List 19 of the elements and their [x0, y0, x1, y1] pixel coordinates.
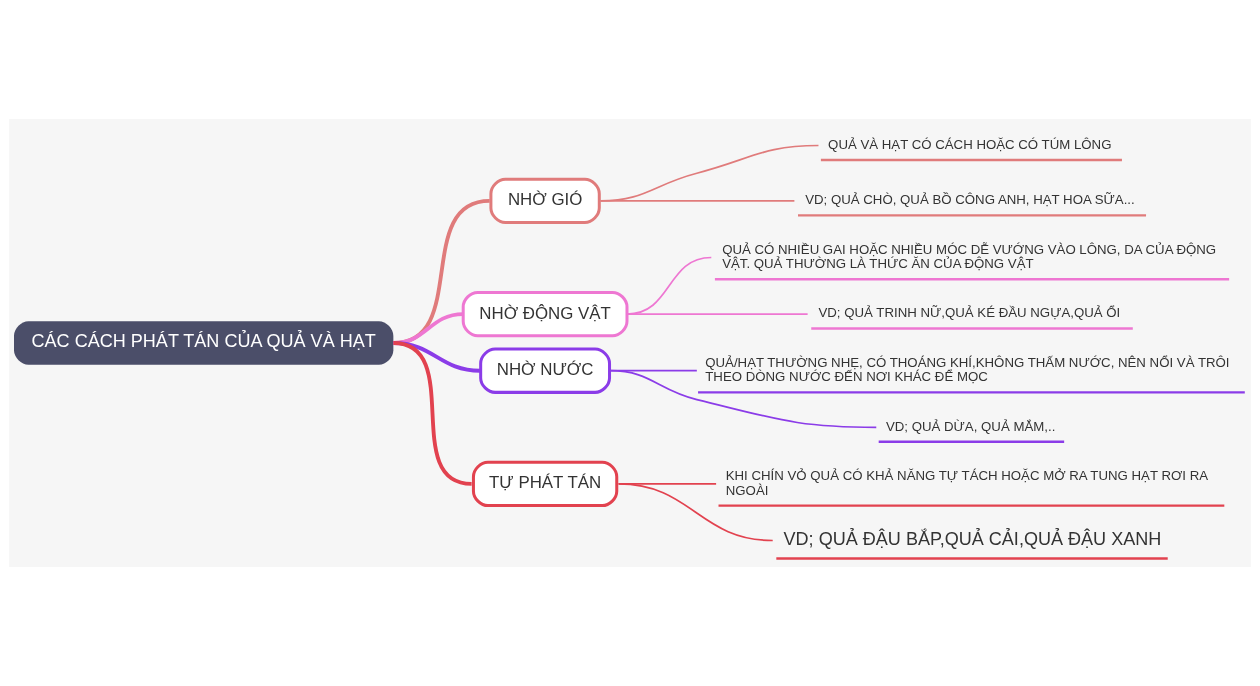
- node-box: TỰ PHÁT TÁN: [471, 460, 619, 508]
- connector: [626, 313, 809, 315]
- node-text: QUẢ VÀ HẠT CÓ CÁCH HOẶC CÓ TÚM LÔNG: [828, 136, 1112, 152]
- node-text: QUẢ CÓ NHIỀU GAI HOẶC NHIỀU MÓC DỄ VƯỚNG VÀO LÔNG, DA CỦA ĐỘNG VẬT. QUẢ THƯỜNG LÀ THỨC ĂN CỦA ĐỘNG VẬT: [722, 241, 1217, 272]
- connector: [609, 369, 878, 429]
- node-text: VD; QUẢ CHÒ, QUẢ BỒ CÔNG ANH, HẠT HOA SỮA...: [805, 192, 1135, 208]
- node-text: VD; QUẢ ĐẬU BẮP,QUẢ CẢI,QUẢ ĐẬU XANH: [783, 529, 1162, 550]
- node-text: KHI CHÍN VỎ QUẢ CÓ KHẢ NĂNG TỰ TÁCH HOẶC MỞ RA TUNG HẠT RƠI RA NGOÀI: [725, 468, 1209, 498]
- node-text: VD; QUẢ TRINH NỮ,QUẢ KÉ ĐẦU NGỰA,QUẢ ỔI: [818, 305, 1121, 321]
- node-box: NHỜ NƯỚC: [479, 347, 612, 394]
- node-box: NHỜ GIÓ: [489, 177, 601, 225]
- connector: [617, 483, 774, 542]
- node-box: NHỜ ĐỘNG VẬT: [461, 290, 629, 338]
- node-text: VD; QUẢ DỪA, QUẢ MẮM,..: [885, 418, 1056, 434]
- connector: [599, 200, 796, 202]
- node-text: QUẢ/HẠT THƯỜNG NHẸ, CÓ THOÁNG KHÍ,KHÔNG THẤM NƯỚC, NÊN NỔI VÀ TRÔI THEO DÒNG NƯỚC ĐẾN NƠI KHÁC ĐỂ MỌC: [705, 354, 1230, 385]
- connector: [599, 144, 820, 202]
- node-box: CÁC CÁCH PHÁT TÁN CỦA QUẢ VÀ HẠT: [14, 321, 394, 365]
- connector: [393, 341, 472, 486]
